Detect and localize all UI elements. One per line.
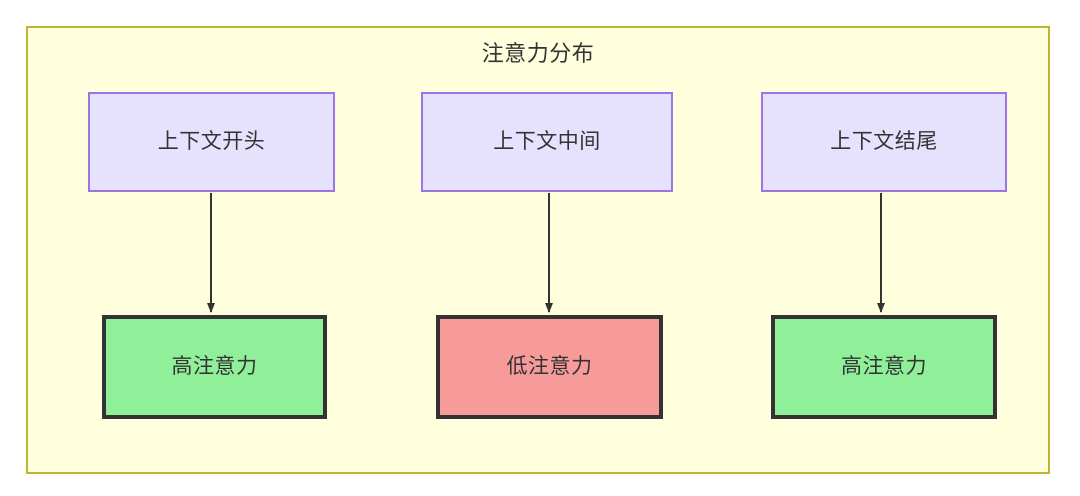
diagram-title: 注意力分布 xyxy=(481,41,595,66)
node-attention-middle-label: 低注意力 xyxy=(506,355,593,378)
node-context-middle[interactable]: 上下文中间 xyxy=(421,92,673,192)
node-attention-start-label: 高注意力 xyxy=(171,355,258,378)
node-context-start[interactable]: 上下文开头 xyxy=(88,92,335,192)
node-context-start-label: 上下文开头 xyxy=(157,130,266,153)
node-attention-middle[interactable]: 低注意力 xyxy=(436,315,663,419)
node-attention-end-label: 高注意力 xyxy=(841,355,927,378)
node-context-end-label: 上下文结尾 xyxy=(830,130,938,153)
node-attention-start[interactable]: 高注意力 xyxy=(102,315,327,419)
node-attention-end[interactable]: 高注意力 xyxy=(771,315,997,419)
node-context-middle-label: 上下文中间 xyxy=(493,130,601,153)
node-context-end[interactable]: 上下文结尾 xyxy=(761,92,1007,192)
